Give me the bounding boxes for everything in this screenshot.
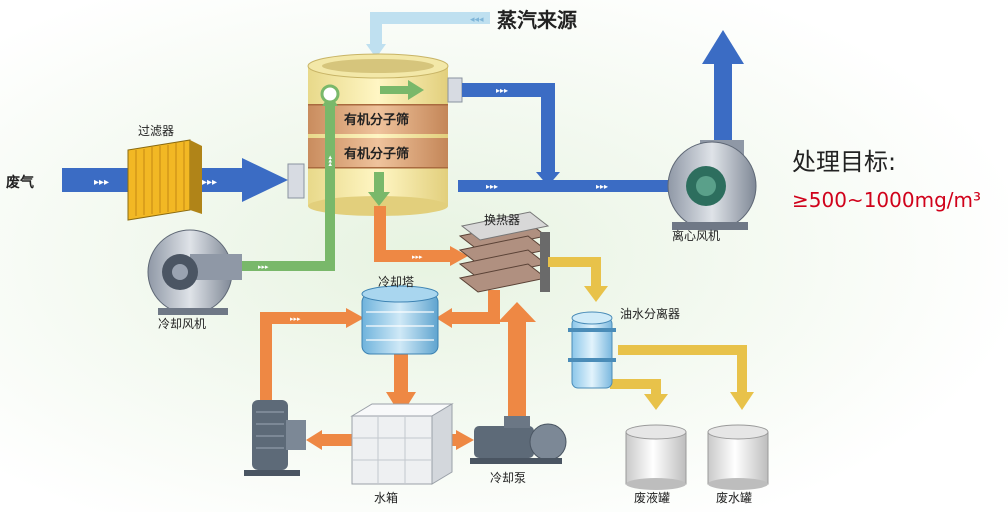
cooling-tower — [361, 285, 439, 355]
left-pump — [244, 400, 306, 476]
centrifugal-fan — [667, 140, 757, 231]
exhaust-pipe: ▸▸▸ ▸▸▸ ▸▸▸ — [447, 30, 744, 196]
label-steam-source: 蒸汽来源 — [497, 8, 577, 32]
svg-text:▸▸▸: ▸▸▸ — [258, 263, 269, 271]
svg-text:▸▸▸: ▸▸▸ — [596, 182, 608, 191]
label-waste-water-tank: 废水罐 — [716, 490, 752, 505]
label-waste-liquid-tank: 废液罐 — [634, 490, 670, 505]
svg-text:▸▸▸: ▸▸▸ — [202, 177, 217, 188]
cooling-fan — [147, 229, 242, 315]
svg-text:▸▸▸: ▸▸▸ — [486, 182, 498, 191]
water-tank — [350, 403, 454, 485]
svg-text:▸▸▸: ▸▸▸ — [412, 253, 423, 261]
oil-water-separator — [568, 311, 616, 389]
label-cooling-tower: 冷却塔 — [378, 275, 414, 289]
svg-text:▸▸▸: ▸▸▸ — [94, 177, 109, 188]
cooling-air-pipe: ▸▸▸ ▸▸▸ — [242, 84, 340, 271]
label-waste-gas: 废气 — [6, 174, 34, 191]
target-title: 处理目标: — [792, 148, 897, 176]
label-filter: 过滤器 — [138, 124, 174, 138]
filter-unit — [127, 139, 202, 221]
label-cooling-pump: 冷却泵 — [490, 471, 526, 485]
oil-pipes — [548, 257, 754, 410]
cooling-pump — [470, 416, 567, 464]
label-centrifugal-fan: 离心风机 — [672, 228, 720, 243]
label-heat-exchanger: 换热器 — [484, 213, 520, 227]
heat-exchanger — [458, 211, 550, 293]
steam-pipe: ◂◂◂ — [366, 12, 490, 58]
label-cooling-fan: 冷却风机 — [158, 317, 206, 331]
waste-water-tank — [707, 424, 769, 490]
svg-text:▸▸▸: ▸▸▸ — [496, 86, 508, 95]
label-oil-water-separator: 油水分离器 — [620, 306, 680, 321]
label-sieve-2: 有机分子筛 — [344, 146, 409, 162]
waste-liquid-tank — [625, 424, 687, 490]
waste-gas-pipe: ▸▸▸ ▸▸▸ — [62, 158, 305, 202]
svg-text:▸▸▸: ▸▸▸ — [326, 155, 334, 166]
svg-text:▸▸▸: ▸▸▸ — [290, 315, 301, 323]
label-water-tank: 水箱 — [374, 490, 398, 505]
label-sieve-1: 有机分子筛 — [344, 112, 409, 128]
svg-text:◂◂◂: ◂◂◂ — [470, 15, 484, 25]
orange-pipes: ▸▸▸ ▸▸▸ — [260, 206, 536, 450]
target-value: ≥500~1000mg/m³ — [792, 188, 982, 212]
